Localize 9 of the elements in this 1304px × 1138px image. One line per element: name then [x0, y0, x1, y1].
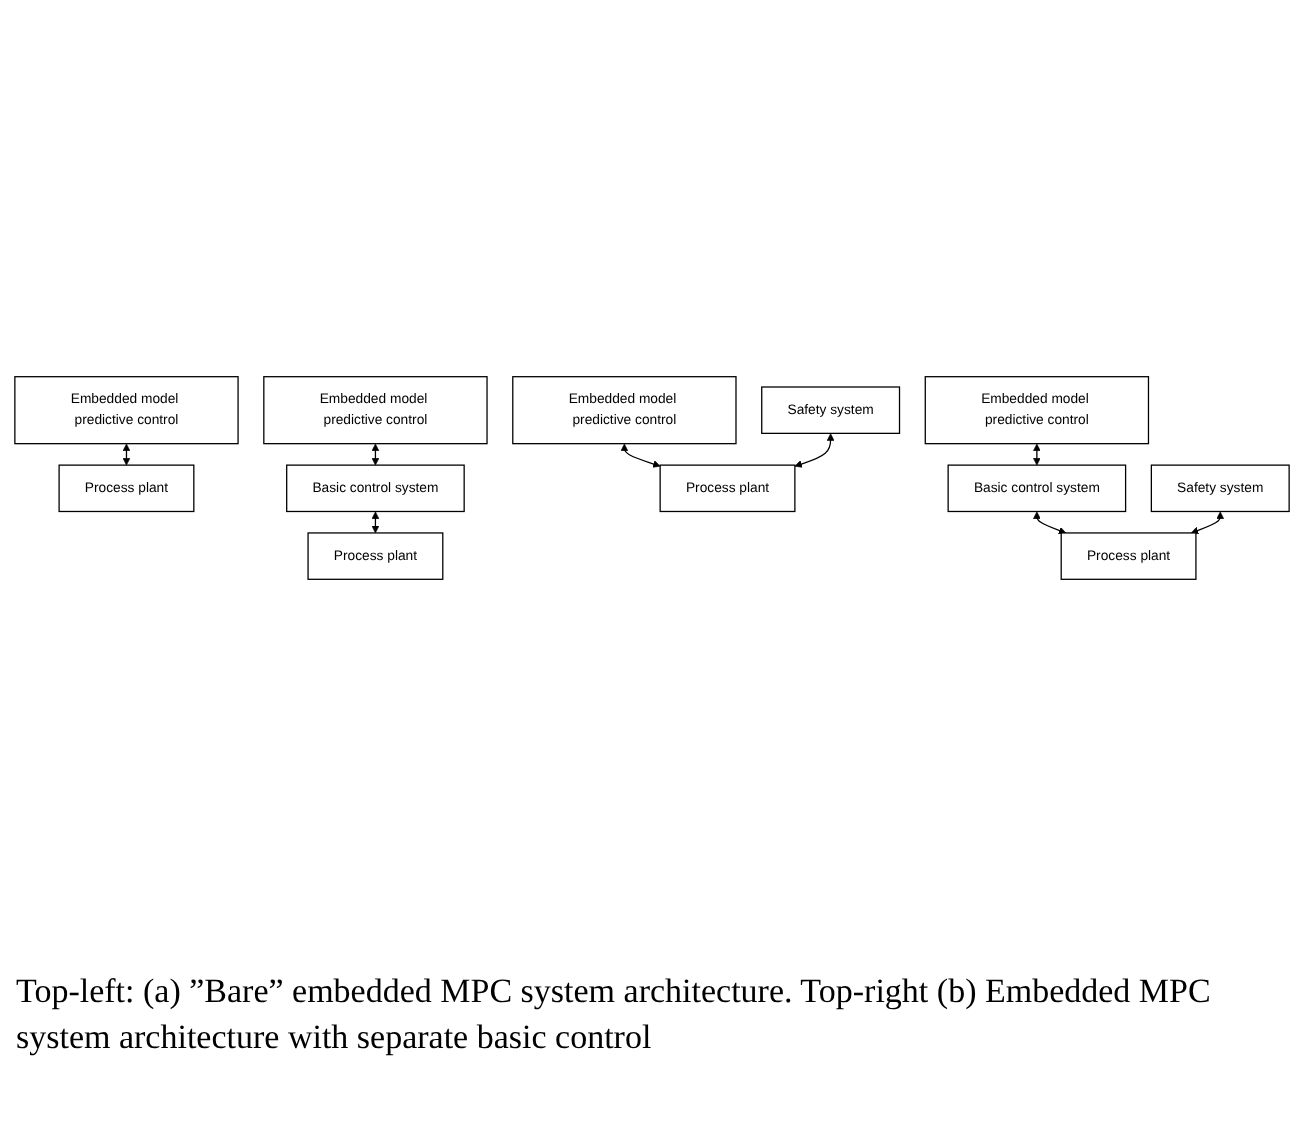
arrow: [794, 433, 835, 468]
figure-caption: Top-left: (a) ”Bare” embedded MPC system architecture. Top-right (b) Embedded MPC system architecture with separate basic control: [16, 970, 1213, 1060]
arrow: [122, 443, 131, 466]
arrow: [371, 443, 380, 466]
arrow: [1190, 511, 1224, 535]
arrow: [620, 443, 661, 468]
arrow: [371, 511, 380, 534]
arrow: [1033, 511, 1067, 535]
arrow: [1033, 443, 1041, 466]
